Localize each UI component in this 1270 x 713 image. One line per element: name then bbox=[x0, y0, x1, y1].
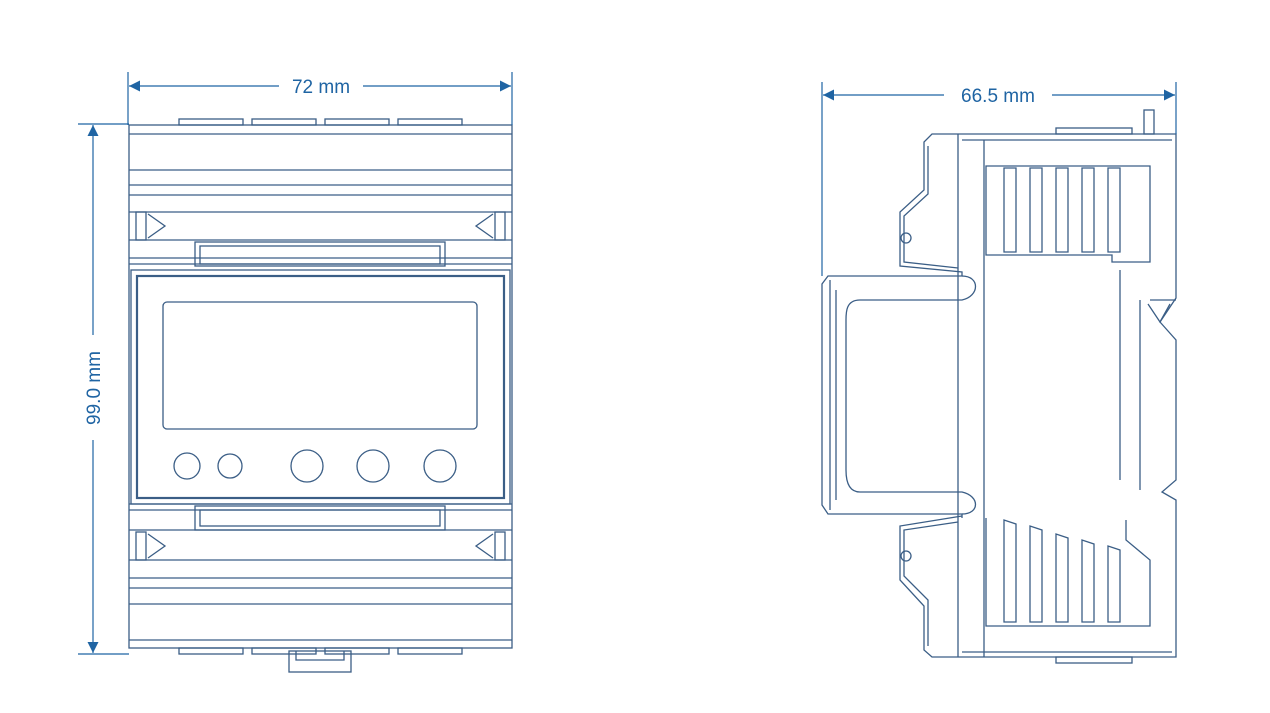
lcd-window bbox=[162, 301, 478, 430]
front-panel bbox=[130, 269, 511, 505]
bottom-vents bbox=[985, 518, 1151, 627]
dimensions bbox=[78, 72, 1177, 655]
button-3 bbox=[290, 449, 324, 483]
side-view bbox=[821, 109, 1177, 664]
front-housing bbox=[128, 124, 513, 649]
top-vents bbox=[985, 165, 1151, 263]
front-view bbox=[128, 118, 513, 673]
button-2 bbox=[217, 453, 243, 479]
din-clip bbox=[288, 650, 352, 673]
button-5 bbox=[423, 449, 457, 483]
button-4 bbox=[356, 449, 390, 483]
front-buttons bbox=[173, 449, 457, 483]
height-label: 99.0 mm bbox=[84, 351, 105, 425]
top-terminal-tabs bbox=[178, 118, 463, 126]
side-rear-profile bbox=[821, 133, 1177, 658]
width-label: 72 mm bbox=[292, 77, 350, 98]
button-1 bbox=[173, 452, 201, 480]
depth-label: 66.5 mm bbox=[961, 86, 1035, 107]
